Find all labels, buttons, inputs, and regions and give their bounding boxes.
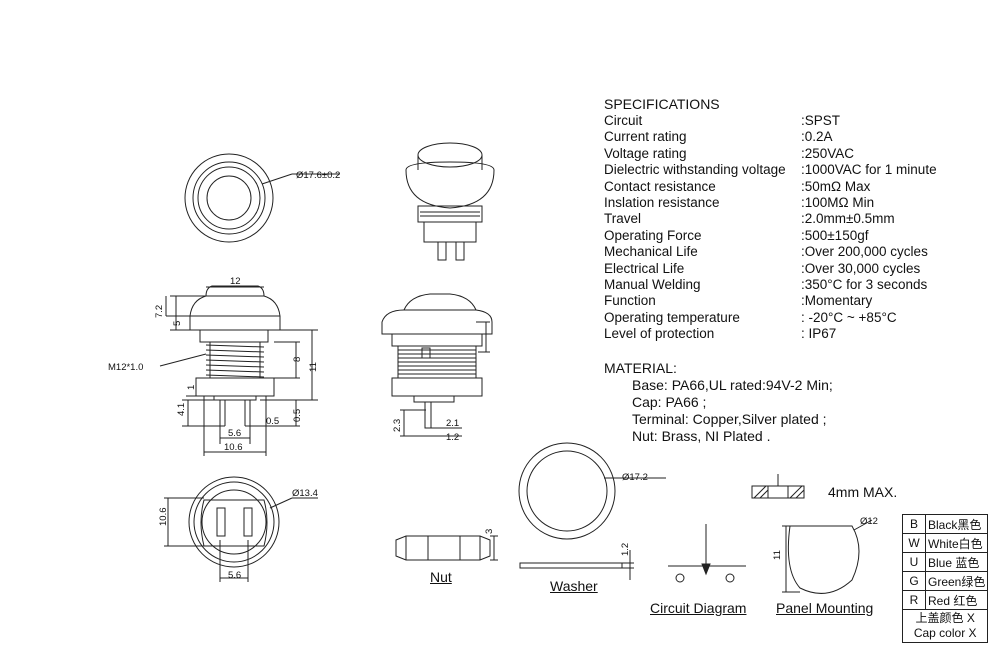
spec-label: Circuit [604,113,643,128]
spec-label: Function [604,293,656,309]
cap-color-footer-cn: 上盖颜色 X [915,611,975,625]
nut-drawing [395,535,498,561]
side-view [381,293,493,437]
h-2-3-label: 2.3 [392,419,403,432]
h-8-label: 8 [292,357,303,362]
spec-label: Operating Force [604,227,702,243]
w-2-1-label: 2.1 [446,418,459,429]
h-5-label: 5 [172,321,183,326]
spec-value: : IP67 [801,326,837,342]
color-code: W [902,533,926,553]
spec-label: Contact resistance [604,178,716,194]
panel-mounting-caption: Panel Mounting [776,600,874,616]
washer-h-1-2-label: 1.2 [620,543,631,556]
spec-value: :0.2A [801,129,833,145]
material-row: Nut: Brass, NI Plated . [632,428,771,444]
max-thickness-note: 4mm MAX. [828,484,898,500]
color-code: B [902,514,926,534]
front-view [159,285,318,456]
spec-label: Travel [604,211,642,227]
spec-value: :50mΩ Max [801,178,871,194]
spec-label: Operating temperature [604,309,740,325]
material-title: MATERIAL: [604,360,677,376]
h-4-1-label: 4.1 [176,403,187,416]
h-1-label: 1 [186,385,197,390]
spec-value: :Momentary [801,293,873,309]
nut-caption: Nut [430,569,452,585]
h-0-5-label: 0.5 [266,416,279,427]
isometric-view [405,142,495,261]
h-7-2-label: 7.2 [154,305,165,318]
spec-value: :Over 200,000 cycles [801,244,928,260]
color-name: White白色 [924,533,989,553]
spec-label: Inslation resistance [604,195,720,210]
material-row: Base: PA66,UL rated:94V-2 Min; [632,377,833,393]
h-11-label: 11 [308,362,319,372]
w-5-6-label: 5.6 [228,428,241,439]
color-name: Red 红色 [924,590,989,610]
color-code: G [902,571,926,591]
nut-h-3-label: 3 [484,529,495,534]
panel-section-drawing [751,474,805,499]
width-12-label: 12 [230,276,241,287]
bottom-w-5-6-label: 5.6 [228,570,241,581]
color-code: R [902,590,926,610]
w-1-2-label: 1.2 [446,432,459,443]
panel-diameter-label: Ø12 [860,516,878,527]
circuit-drawing [668,524,746,583]
washer-drawing [518,442,666,580]
color-name: Blue 蓝色 [924,552,989,572]
spec-label: Manual Welding [604,277,701,292]
spec-value: :100MΩ Min [801,195,875,210]
h-0-5b-label: 0.5 [292,409,303,422]
panel-mounting-drawing [782,519,873,594]
color-name: Black黑色 [924,514,989,534]
material-row: Cap: PA66 ; [632,394,707,410]
spec-value: :350°C for 3 seconds [801,277,928,292]
bottom-h-10-6-label: 10.6 [158,508,169,527]
thread-label: M12*1.0 [108,362,143,373]
panel-h-11-label: 11 [772,550,783,560]
color-code: U [902,552,926,572]
spec-label: Current rating [604,129,687,145]
spec-value: :Over 30,000 cycles [801,260,921,276]
spec-label: Dielectric withstanding voltage [604,162,786,178]
circuit-diagram-caption: Circuit Diagram [650,600,747,616]
spec-label: Level of protection [604,326,715,342]
top-diameter-label: Ø17.6±0.2 [296,170,340,181]
spec-value: :2.0mm±0.5mm [801,211,895,227]
washer-caption: Washer [550,578,598,594]
spec-label: Mechanical Life [604,244,698,260]
cap-color-footer-en: Cap color X [913,626,977,640]
spec-value: :500±150gf [801,227,869,243]
bottom-view [164,476,318,582]
spec-value: :1000VAC for 1 minute [801,162,937,178]
bottom-diameter-label: Ø13.4 [292,488,318,499]
top-view [184,153,340,243]
spec-label: Voltage rating [604,145,687,161]
w-10-6-label: 10.6 [224,442,243,453]
washer-diameter-label: Ø17.2 [622,472,648,483]
material-row: Terminal: Copper,Silver plated ; [632,411,827,427]
spec-value: : -20°C ~ +85°C [801,309,897,325]
spec-value: :250VAC [801,145,855,161]
color-name: Green绿色 [924,571,989,591]
spec-value: :SPST [801,113,841,128]
specifications-title: SPECIFICATIONS [604,96,720,112]
spec-label: Electrical Life [604,260,685,276]
